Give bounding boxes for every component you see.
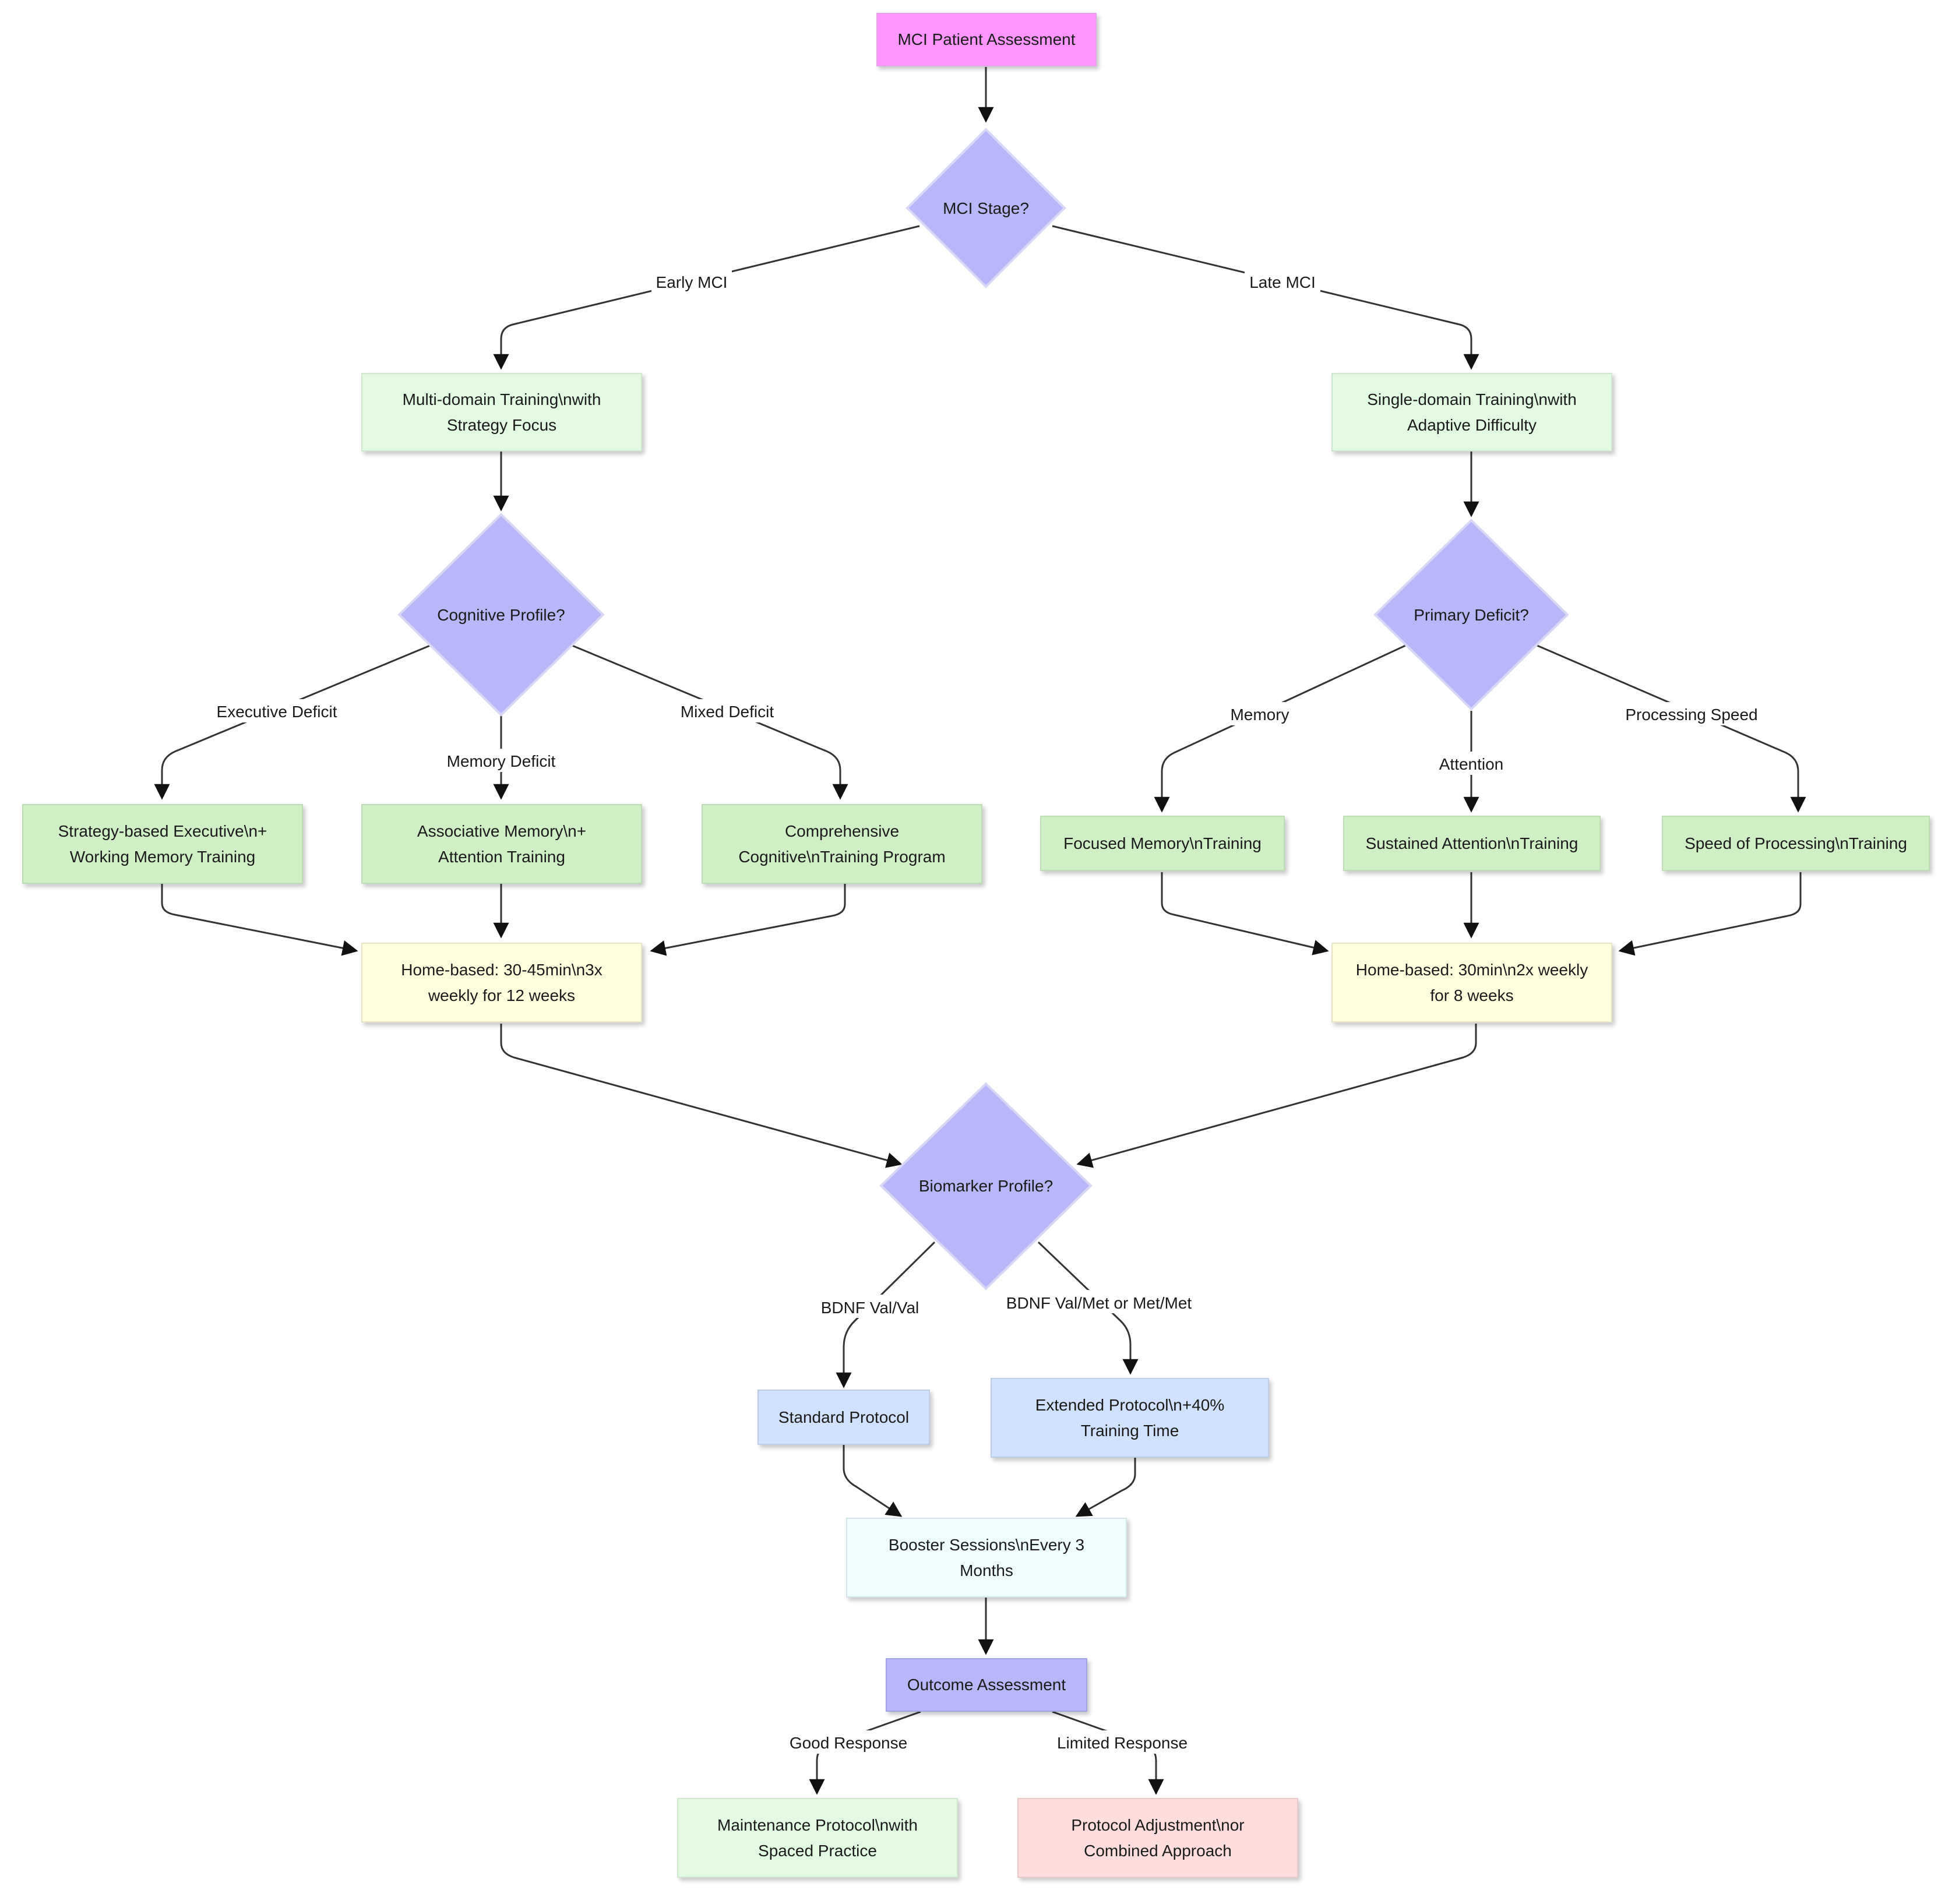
node-sustained-attention-training: Sustained Attention\nTraining bbox=[1343, 816, 1601, 871]
svg-text:Processing Speed: Processing Speed bbox=[1625, 706, 1757, 724]
node-comprehensive-training: Comprehensive Cognitive\nTraining Progra… bbox=[702, 804, 982, 884]
svg-text:Executive Deficit: Executive Deficit bbox=[217, 703, 337, 721]
node-multi-domain-training: Multi-domain Training\nwith Strategy Foc… bbox=[361, 373, 642, 452]
svg-text:Memory: Memory bbox=[1230, 706, 1289, 724]
node-home-based-late-label: Home-based: 30min\n2x weekly for 8 weeks bbox=[1355, 960, 1588, 1004]
node-associative-memory-training: Associative Memory\n+ Attention Training bbox=[361, 804, 642, 884]
node-focused-memory-training: Focused Memory\nTraining bbox=[1040, 816, 1285, 871]
node-protocol-adjustment: Protocol Adjustment\nor Combined Approac… bbox=[1017, 1798, 1298, 1878]
decision-primary-deficit: Primary Deficit? bbox=[1373, 519, 1569, 711]
edge-extended-to-booster bbox=[1075, 1458, 1136, 1517]
node-comprehensive-training-label: Comprehensive Cognitive\nTraining Progra… bbox=[738, 821, 946, 866]
edge-label-good-response: Good Response bbox=[784, 1730, 912, 1754]
edge-label-bdnf-valmet: BDNF Val/Met or Met/Met bbox=[999, 1290, 1199, 1313]
edge-label-executive-deficit: Executive Deficit bbox=[210, 699, 344, 722]
decision-biomarker-profile-label: Biomarker Profile? bbox=[919, 1177, 1053, 1195]
edge-stage-to-single bbox=[1052, 225, 1479, 370]
node-booster-sessions: Booster Sessions\nEvery 3 Months bbox=[846, 1518, 1127, 1598]
node-mci-patient-assessment: MCI Patient Assessment bbox=[876, 13, 1097, 66]
node-protocol-adjustment-label: Protocol Adjustment\nor Combined Approac… bbox=[1071, 1815, 1245, 1860]
edge-label-processing-speed: Processing Speed bbox=[1621, 702, 1762, 725]
svg-text:BDNF Val/Val: BDNF Val/Val bbox=[821, 1299, 919, 1317]
edge-strategy-to-homeearly bbox=[161, 884, 358, 956]
node-strategy-executive-training: Strategy-based Executive\n+ Working Memo… bbox=[22, 804, 303, 884]
svg-text:Attention: Attention bbox=[1439, 755, 1504, 773]
decision-cognitive-profile: Cognitive Profile? bbox=[397, 513, 605, 717]
decision-mci-stage: MCI Stage? bbox=[905, 128, 1066, 288]
svg-text:Late MCI: Late MCI bbox=[1249, 273, 1316, 291]
edge-label-memory-deficit: Memory Deficit bbox=[439, 749, 563, 772]
edge-biomarker-to-standard bbox=[836, 1241, 936, 1388]
edge-cog-to-comprehensive bbox=[572, 644, 848, 800]
edge-label-memory: Memory bbox=[1226, 702, 1294, 725]
node-single-domain-training: Single-domain Training\nwith Adaptive Di… bbox=[1331, 373, 1612, 452]
edge-cog-to-strategy bbox=[154, 644, 431, 800]
edge-speed-to-homelate bbox=[1618, 872, 1802, 956]
node-sustained-attention-training-label: Sustained Attention\nTraining bbox=[1365, 834, 1578, 852]
node-multi-domain-training-label: Multi-domain Training\nwith Strategy Foc… bbox=[402, 390, 601, 434]
edge-label-attention: Attention bbox=[1437, 752, 1506, 775]
node-speed-processing-training: Speed of Processing\nTraining bbox=[1662, 816, 1930, 871]
edge-focused-to-homelate bbox=[1161, 872, 1329, 955]
node-outcome-assessment-label: Outcome Assessment bbox=[907, 1676, 1066, 1694]
svg-text:Limited Response: Limited Response bbox=[1057, 1734, 1188, 1752]
edge-label-early-mci: Early MCI bbox=[651, 269, 732, 292]
node-maintenance-protocol-label: Maintenance Protocol\nwith Spaced Practi… bbox=[717, 1815, 918, 1860]
node-extended-protocol: Extended Protocol\n+40% Training Time bbox=[991, 1378, 1269, 1458]
decision-biomarker-profile: Biomarker Profile? bbox=[879, 1082, 1093, 1291]
node-mci-patient-assessment-label: MCI Patient Assessment bbox=[897, 30, 1076, 48]
decision-primary-deficit-label: Primary Deficit? bbox=[1414, 606, 1529, 624]
edge-primary-to-focused bbox=[1154, 644, 1406, 813]
node-home-based-early-label: Home-based: 30-45min\n3x weekly for 12 w… bbox=[401, 960, 602, 1004]
edge-homelate-to-biomarker bbox=[1076, 1024, 1477, 1168]
svg-text:Good Response: Good Response bbox=[790, 1734, 907, 1752]
decision-mci-stage-label: MCI Stage? bbox=[943, 199, 1029, 217]
svg-text:BDNF Val/Met or Met/Met: BDNF Val/Met or Met/Met bbox=[1006, 1294, 1192, 1312]
svg-text:Memory Deficit: Memory Deficit bbox=[447, 752, 556, 770]
edge-label-bdnf-valval: BDNF Val/Val bbox=[816, 1295, 924, 1318]
edge-primary-to-speed bbox=[1537, 644, 1806, 813]
node-standard-protocol-label: Standard Protocol bbox=[778, 1408, 910, 1426]
node-maintenance-protocol: Maintenance Protocol\nwith Spaced Practi… bbox=[677, 1798, 958, 1878]
edge-label-late-mci: Late MCI bbox=[1245, 269, 1320, 292]
edge-homeearly-to-biomarker bbox=[500, 1024, 903, 1168]
edge-comprehensive-to-homeearly bbox=[650, 884, 846, 956]
node-speed-processing-training-label: Speed of Processing\nTraining bbox=[1685, 834, 1907, 852]
node-booster-sessions-label: Booster Sessions\nEvery 3 Months bbox=[888, 1535, 1085, 1579]
node-home-based-early: Home-based: 30-45min\n3x weekly for 12 w… bbox=[361, 943, 642, 1022]
edge-stage-to-multi bbox=[493, 225, 920, 370]
node-associative-memory-training-label: Associative Memory\n+ Attention Training bbox=[417, 821, 587, 866]
node-home-based-late: Home-based: 30min\n2x weekly for 8 weeks bbox=[1331, 943, 1612, 1022]
edge-label-mixed-deficit: Mixed Deficit bbox=[676, 699, 778, 722]
edge-standard-to-booster bbox=[843, 1445, 903, 1517]
node-strategy-executive-training-label: Strategy-based Executive\n+ Working Memo… bbox=[58, 821, 267, 866]
node-standard-protocol: Standard Protocol bbox=[757, 1390, 930, 1445]
node-single-domain-training-label: Single-domain Training\nwith Adaptive Di… bbox=[1367, 390, 1577, 434]
node-outcome-assessment: Outcome Assessment bbox=[886, 1658, 1087, 1712]
edge-label-limited-response: Limited Response bbox=[1052, 1730, 1192, 1754]
node-extended-protocol-label: Extended Protocol\n+40% Training Time bbox=[1035, 1395, 1225, 1440]
svg-text:Early MCI: Early MCI bbox=[656, 273, 728, 291]
edge-biomarker-to-extended bbox=[1037, 1241, 1139, 1375]
node-focused-memory-training-label: Focused Memory\nTraining bbox=[1063, 834, 1262, 852]
svg-text:Mixed Deficit: Mixed Deficit bbox=[681, 703, 774, 721]
decision-cognitive-profile-label: Cognitive Profile? bbox=[437, 606, 565, 624]
